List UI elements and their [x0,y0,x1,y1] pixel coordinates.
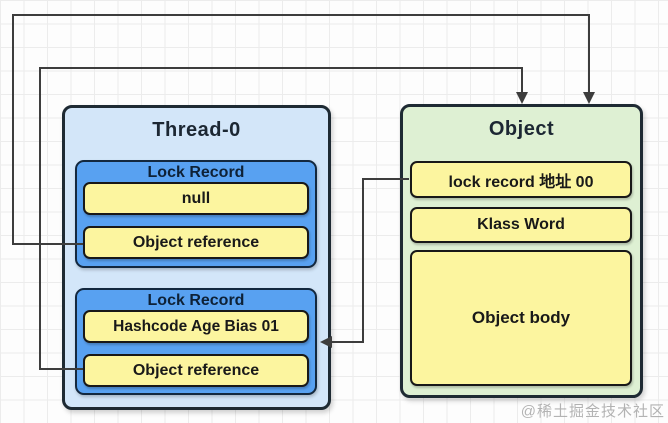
thread-box: Thread-0 Lock Record null Object referen… [62,105,331,410]
lock-record-2-field-hashcode-age-bias: Hashcode Age Bias 01 [83,310,309,343]
watermark: @稀土掘金技术社区 [520,403,665,420]
lock-record-2: Lock Record Hashcode Age Bias 01 Object … [75,288,317,395]
object-field-lock-record-address: lock record 地址 00 [410,161,632,198]
object-box-title: Object [488,118,555,140]
lock-record-1-field-null: null [83,182,309,215]
lock-record-2-field-object-reference: Object reference [83,354,309,387]
lock-record-1: Lock Record null Object reference [75,160,317,268]
lock-record-1-header: Lock Record [147,164,245,181]
thread-box-title: Thread-0 [152,119,241,141]
object-field-klass-word: Klass Word [410,207,632,243]
lock-record-1-field-object-reference: Object reference [83,226,309,259]
lock-record-2-header: Lock Record [147,292,245,309]
object-box: Object lock record 地址 00 Klass Word Obje… [400,104,643,398]
arrow-markword-to-lock-record-2 [320,178,409,348]
object-field-object-body: Object body [410,250,632,386]
